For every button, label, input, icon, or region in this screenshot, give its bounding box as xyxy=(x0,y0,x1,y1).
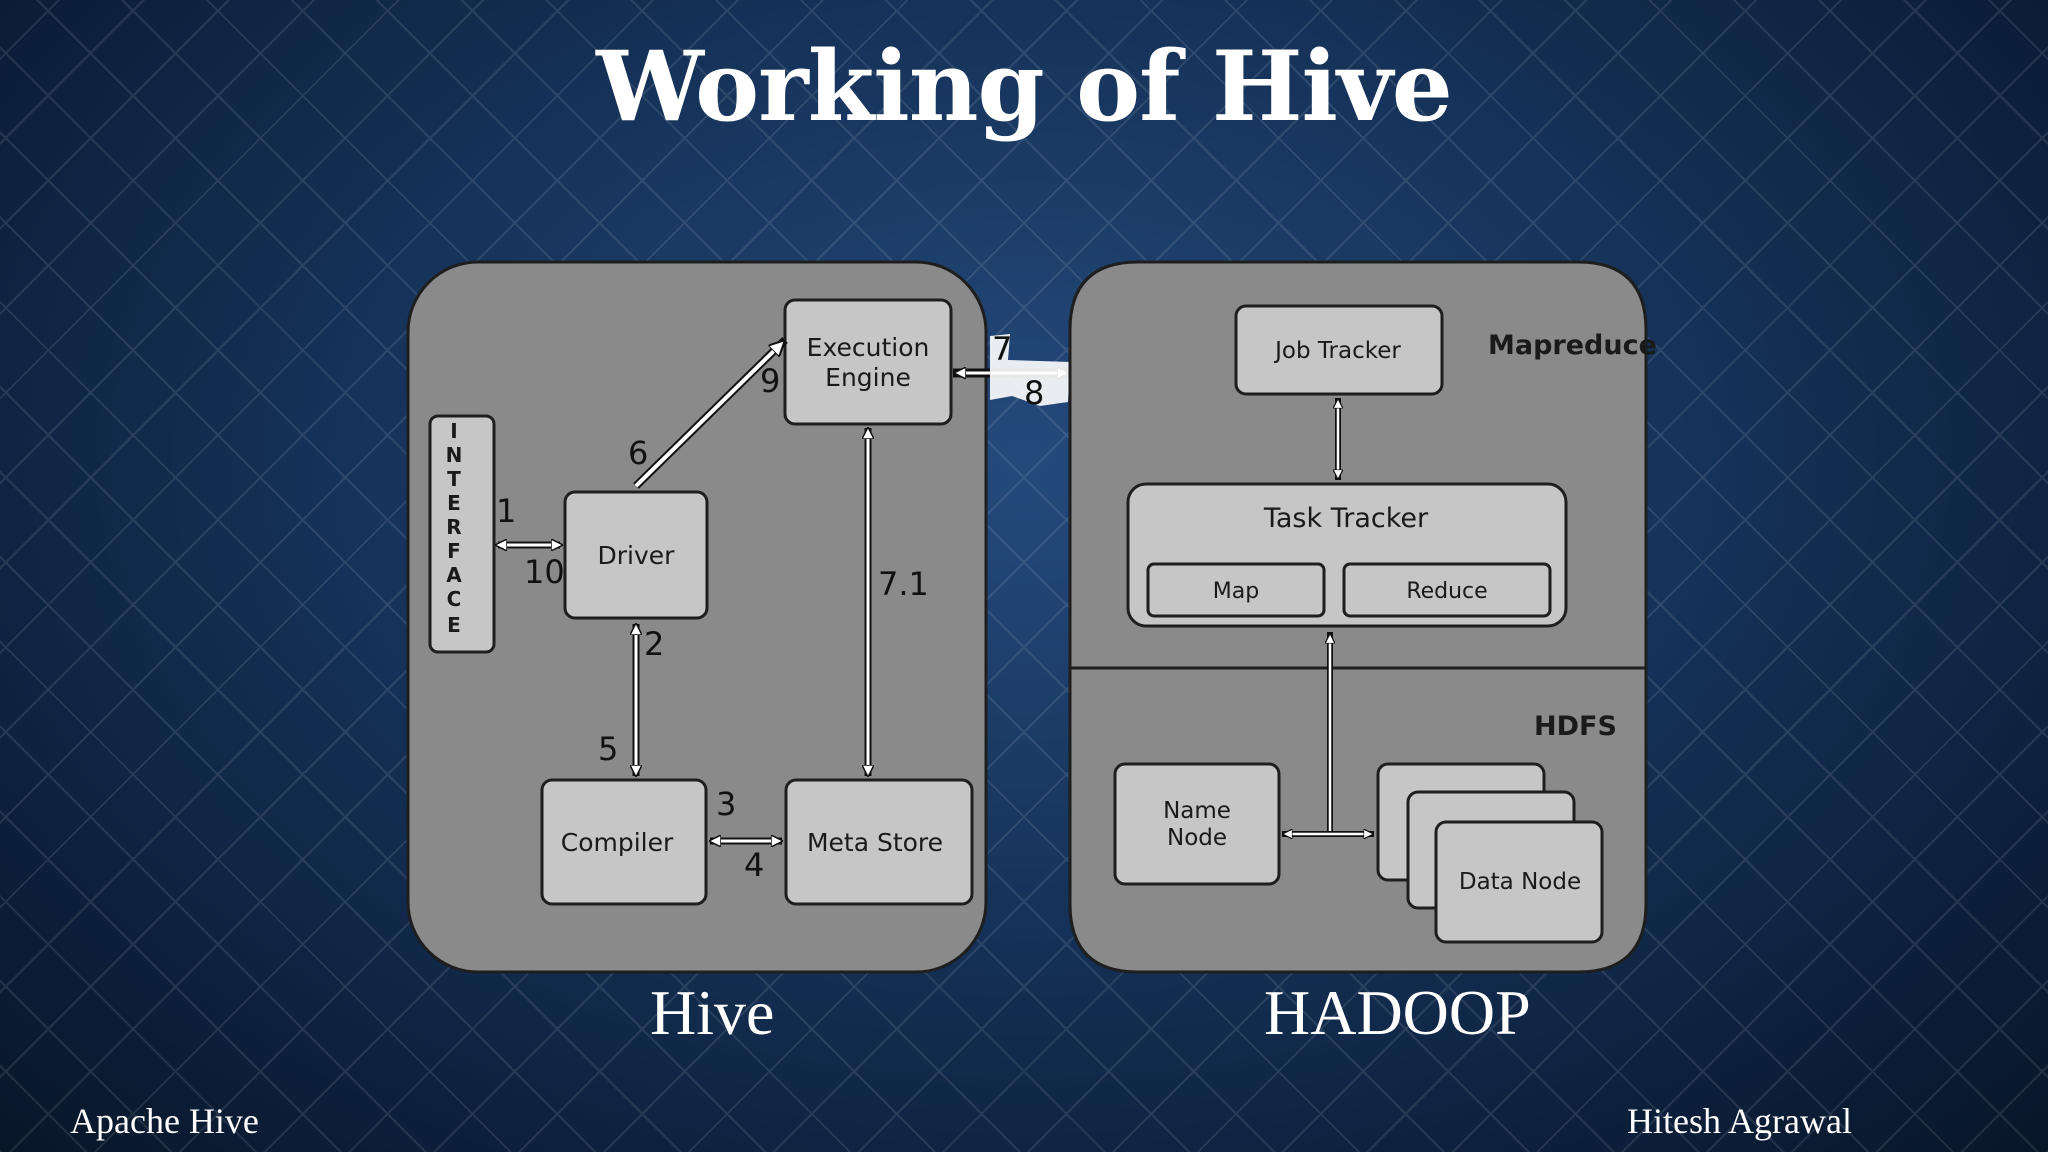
hive-arrows xyxy=(498,337,1070,841)
execution-engine-box xyxy=(783,298,953,426)
compiler-box xyxy=(540,778,708,906)
hadoop-arrows xyxy=(1282,398,1374,834)
step-7: 7 xyxy=(992,330,1012,368)
data-node-front xyxy=(1434,820,1604,944)
compiler-label: Compiler xyxy=(561,828,674,857)
driver-box xyxy=(563,490,709,620)
interface-letter: A xyxy=(446,563,462,587)
interface-letter: E xyxy=(447,491,461,515)
task-tracker-label: Task Tracker xyxy=(1263,503,1429,534)
job-tracker-label: Job Tracker xyxy=(1273,338,1401,364)
meta-store-label: Meta Store xyxy=(807,828,943,857)
step-8: 8 xyxy=(1024,374,1044,412)
data-node-label: Data Node xyxy=(1459,869,1581,895)
interface-letter: F xyxy=(447,539,461,563)
step-numbers: 1 10 6 9 2 5 3 4 7.1 7 8 xyxy=(496,330,1044,884)
interface-letter: C xyxy=(447,587,462,611)
name-node-label-2: Node xyxy=(1167,825,1227,851)
step-4: 4 xyxy=(744,846,764,884)
hive-caption: Hive xyxy=(650,977,775,1048)
hadoop-caption: HADOOP xyxy=(1264,977,1531,1048)
footer-left: Apache Hive xyxy=(70,1101,259,1141)
map-box xyxy=(1146,562,1326,618)
step-9: 9 xyxy=(760,362,780,400)
step-3: 3 xyxy=(716,785,736,823)
meta-store-box xyxy=(784,778,974,906)
slide-title: Working of Hive xyxy=(596,30,1453,143)
hdfs-label: HDFS xyxy=(1534,711,1617,742)
interface-letter: I xyxy=(450,419,457,443)
reduce-label: Reduce xyxy=(1406,579,1487,604)
step-10: 10 xyxy=(524,553,565,591)
execution-engine-label-2: Engine xyxy=(825,363,911,392)
interface-letters: I N T E R F A C E xyxy=(446,419,463,637)
driver-label: Driver xyxy=(598,541,676,570)
step-2: 2 xyxy=(644,625,664,663)
interface-box xyxy=(428,414,496,654)
interface-letter: N xyxy=(446,443,463,467)
mapreduce-label: Mapreduce xyxy=(1488,330,1657,361)
step-1: 1 xyxy=(496,492,516,530)
step-5: 5 xyxy=(598,730,618,768)
reduce-box xyxy=(1342,562,1552,618)
interface-letter: T xyxy=(447,467,461,491)
step-7-1: 7.1 xyxy=(878,565,929,603)
map-label: Map xyxy=(1213,579,1259,604)
execution-engine-label-1: Execution xyxy=(807,333,930,362)
interface-letter: E xyxy=(447,613,461,637)
footer-right: Hitesh Agrawal xyxy=(1627,1101,1852,1141)
name-node-label-1: Name xyxy=(1163,798,1231,824)
step-label-patch xyxy=(990,334,1070,406)
step-6: 6 xyxy=(628,434,648,472)
job-tracker-box xyxy=(1234,304,1444,396)
name-node-box xyxy=(1113,762,1281,886)
interface-letter: R xyxy=(446,515,461,539)
